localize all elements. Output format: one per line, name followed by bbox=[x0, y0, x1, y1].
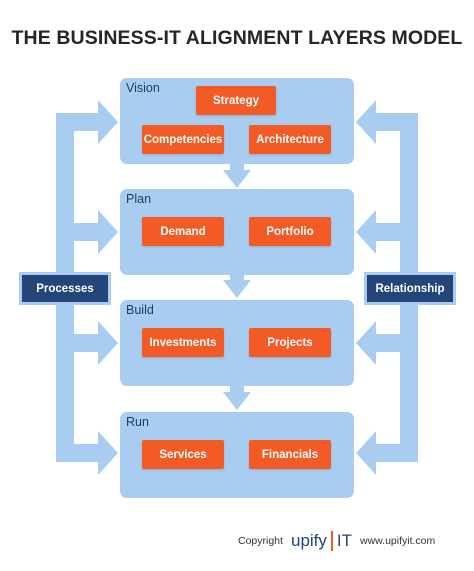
right-arrow-shaft-run bbox=[374, 444, 418, 462]
layer-label-run: Run bbox=[126, 415, 149, 429]
layer-run: Run Services Financials bbox=[120, 412, 354, 498]
logo-main-text: upify bbox=[291, 531, 327, 550]
left-arrow-shaft-run bbox=[56, 444, 100, 462]
down-arrowhead-1 bbox=[223, 170, 251, 188]
down-arrow-shaft-2 bbox=[230, 272, 244, 282]
layer-vision: Vision Strategy Competencies Architectur… bbox=[120, 78, 354, 164]
left-arrow-shaft-vision bbox=[56, 113, 100, 131]
right-arrow-shaft-plan bbox=[374, 223, 418, 241]
website-link[interactable]: www.upifyit.com bbox=[360, 535, 436, 547]
relationship-label: Relationship bbox=[364, 272, 456, 305]
layer-build: Build Investments Projects bbox=[120, 300, 354, 386]
right-arrow-shaft-build bbox=[374, 334, 418, 352]
down-arrow-shaft-1 bbox=[230, 162, 244, 172]
copyright-text: Copyright bbox=[238, 535, 283, 547]
box-strategy: Strategy bbox=[196, 86, 276, 115]
box-projects: Projects bbox=[249, 328, 331, 357]
logo-it-text: IT bbox=[330, 531, 352, 551]
processes-label: Processes bbox=[19, 272, 111, 305]
down-arrowhead-2 bbox=[223, 280, 251, 298]
box-architecture: Architecture bbox=[249, 125, 331, 154]
layer-label-vision: Vision bbox=[126, 81, 160, 95]
down-arrow-shaft-3 bbox=[230, 384, 244, 394]
layer-plan: Plan Demand Portfolio bbox=[120, 189, 354, 275]
layer-label-build: Build bbox=[126, 303, 154, 317]
box-competencies: Competencies bbox=[142, 125, 224, 154]
box-investments: Investments bbox=[142, 328, 224, 357]
right-arrowhead-vision bbox=[356, 100, 376, 144]
right-arrowhead-run bbox=[356, 431, 376, 475]
box-financials: Financials bbox=[249, 440, 331, 469]
right-arrow-shaft-vision bbox=[374, 113, 418, 131]
left-arrowhead-vision bbox=[98, 100, 118, 144]
right-arrowhead-build bbox=[356, 321, 376, 365]
box-portfolio: Portfolio bbox=[249, 217, 331, 246]
down-arrowhead-3 bbox=[223, 392, 251, 410]
layer-label-plan: Plan bbox=[126, 192, 152, 206]
left-arrowhead-run bbox=[98, 431, 118, 475]
box-services: Services bbox=[142, 440, 224, 469]
left-arrowhead-plan bbox=[98, 210, 118, 254]
left-arrow-shaft-build bbox=[56, 334, 100, 352]
upifyit-logo: upify IT bbox=[291, 530, 352, 552]
box-demand: Demand bbox=[142, 217, 224, 246]
left-arrowhead-build bbox=[98, 321, 118, 365]
left-arrow-shaft-plan bbox=[56, 223, 100, 241]
diagram-title: THE BUSINESS-IT ALIGNMENT LAYERS MODEL bbox=[11, 27, 463, 49]
right-arrowhead-plan bbox=[356, 210, 376, 254]
